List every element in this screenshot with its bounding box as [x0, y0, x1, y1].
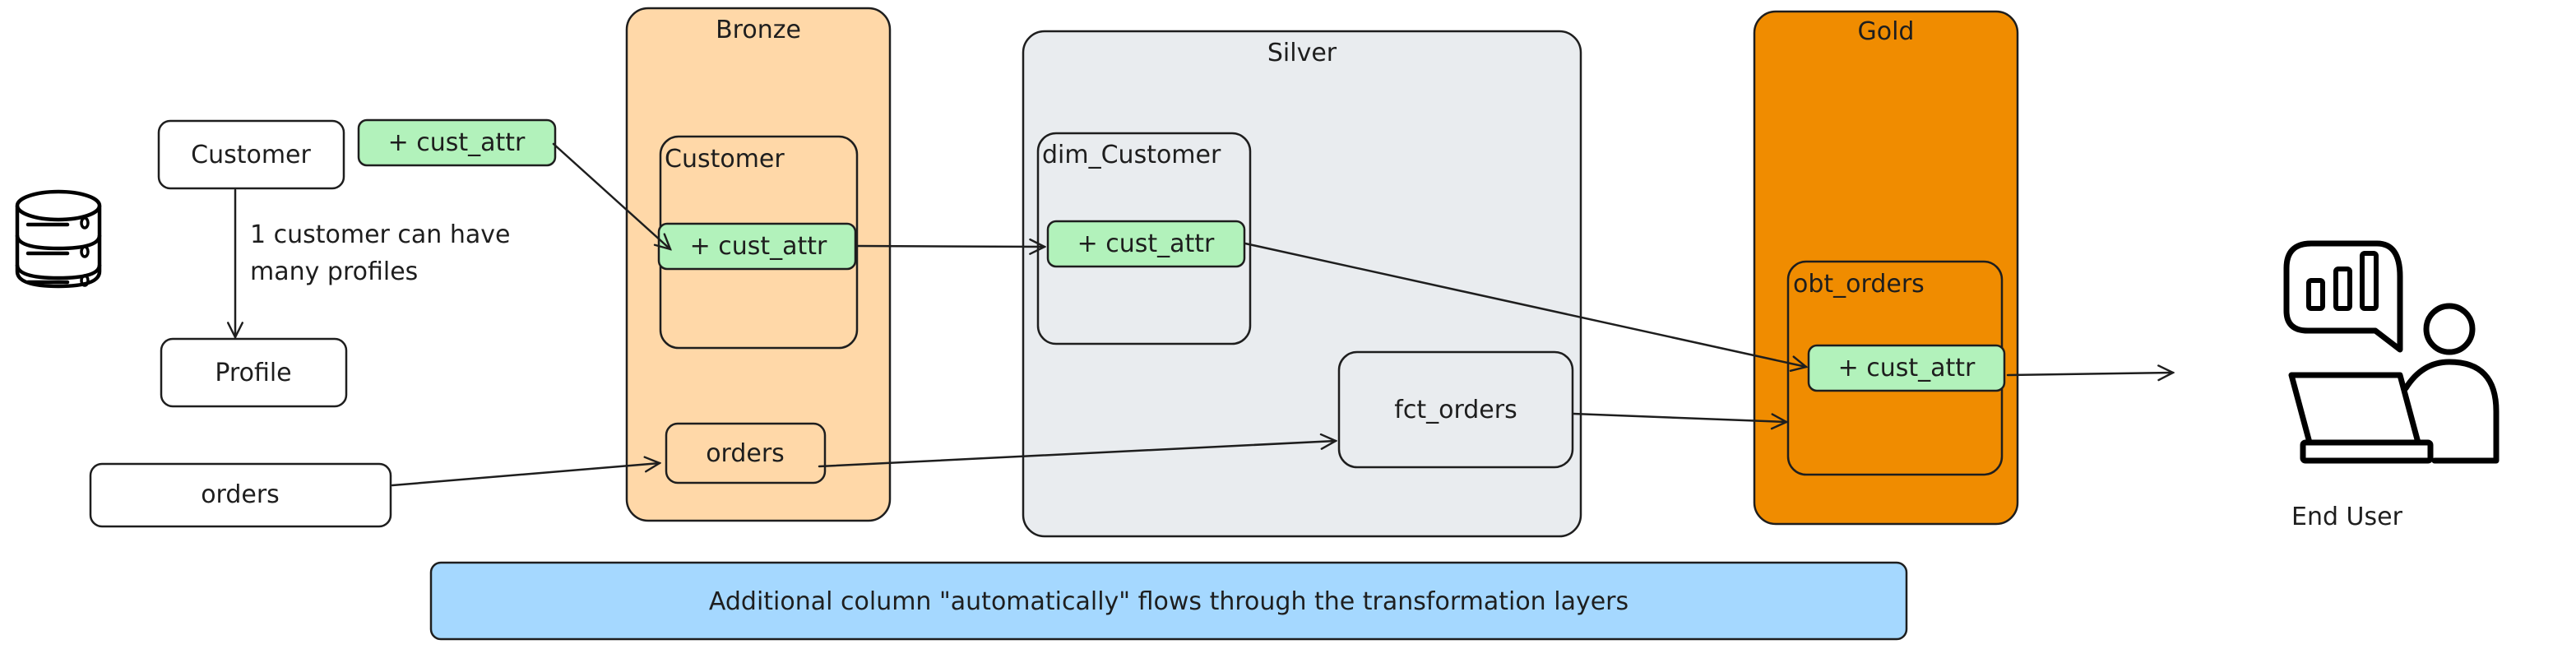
bronze-customer-label: Customer: [665, 145, 785, 174]
silver-title: Silver: [1267, 39, 1337, 67]
source-profile-node[interactable]: Profile: [160, 337, 348, 408]
source-profile-label: Profile: [215, 359, 291, 387]
source-customer-label: Customer: [191, 141, 311, 169]
relation-note-line1: 1 customer can have: [250, 220, 510, 249]
new-attr-to-bronze-arrow: [552, 142, 670, 249]
bronze-orders-table[interactable]: orders: [665, 422, 827, 484]
end-user-dashboard-icon: [2283, 240, 2500, 464]
fct-to-obt-arrow: [1572, 412, 1786, 422]
gold-obt-label: obt_orders: [1793, 270, 1925, 299]
gold-to-end-user-arrow: [2006, 373, 2173, 375]
bronze-orders-label: orders: [706, 439, 785, 468]
relation-note-line2: many profiles: [250, 257, 418, 286]
gold-title: Gold: [1858, 17, 1915, 46]
gold-layer[interactable]: Gold: [1753, 10, 2019, 526]
orders-to-bronze-arrow: [391, 463, 660, 487]
silver-attr-to-gold-arrow: [1244, 242, 1806, 367]
bronze-attr-to-silver-arrow: [855, 246, 1045, 247]
end-user-label: End User: [2291, 503, 2403, 531]
info-banner: Additional column "automatically" flows …: [429, 561, 1908, 641]
bronze-title: Bronze: [716, 16, 801, 44]
bronze-attr-label: + cust_attr: [690, 232, 827, 261]
gold-attr-label: + cust_attr: [1838, 354, 1976, 382]
bronze-attr-column[interactable]: + cust_attr: [657, 222, 857, 271]
banner-text: Additional column "automatically" flows …: [709, 587, 1629, 616]
source-customer-node[interactable]: Customer: [157, 119, 345, 190]
gold-attr-column[interactable]: + cust_attr: [1807, 344, 2006, 392]
bronze-customer-table[interactable]: Customer: [659, 135, 859, 350]
silver-layer[interactable]: Silver: [1022, 30, 1582, 538]
silver-attr-column[interactable]: + cust_attr: [1046, 220, 1246, 268]
silver-fct-orders-table[interactable]: fct_orders: [1337, 350, 1574, 469]
source-new-attr-label: + cust_attr: [388, 128, 526, 157]
bronze-orders-to-fct-arrow: [818, 441, 1336, 468]
database-icon: [15, 189, 102, 289]
source-orders-label: orders: [201, 480, 280, 509]
source-new-attr-node[interactable]: + cust_attr: [357, 118, 557, 167]
silver-fct-label: fct_orders: [1394, 396, 1517, 424]
silver-attr-label: + cust_attr: [1077, 229, 1215, 258]
silver-dim-label: dim_Customer: [1042, 141, 1221, 169]
source-orders-node[interactable]: orders: [89, 462, 392, 528]
